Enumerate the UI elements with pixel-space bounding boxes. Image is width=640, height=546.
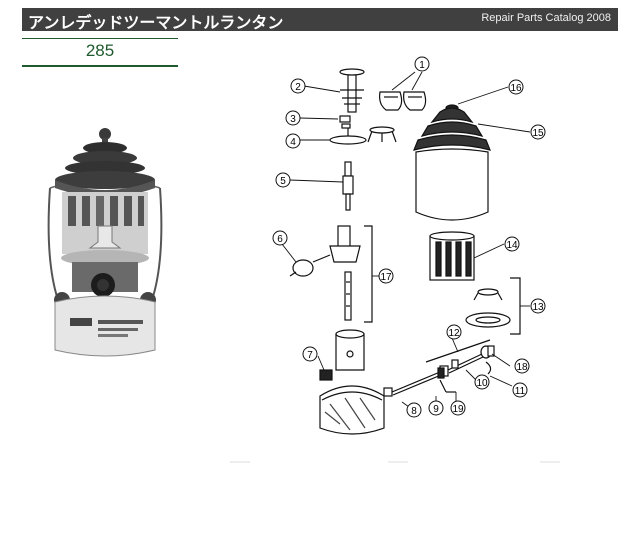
svg-text:2: 2	[295, 82, 301, 93]
part-6-valve	[289, 254, 331, 277]
part-4-disc	[329, 128, 367, 145]
part-5-generator	[342, 161, 354, 211]
catalog-label: Repair Parts Catalog 2008	[481, 12, 611, 24]
page-title: アンレデッドツーマントルランタン	[28, 13, 284, 32]
svg-text:10: 10	[476, 378, 488, 389]
callout-8: 8	[406, 402, 422, 418]
part-14-cylinder	[429, 231, 475, 281]
svg-text:7: 7	[307, 350, 313, 361]
part-8-fount	[319, 371, 442, 435]
callout-16: 16	[508, 79, 524, 95]
callout-11: 11	[512, 382, 528, 398]
svg-text:6: 6	[277, 234, 283, 245]
part-3-nut	[339, 115, 351, 129]
svg-text:15: 15	[532, 128, 544, 139]
svg-text:8: 8	[411, 406, 417, 417]
callout-13: 13	[530, 298, 546, 314]
svg-text:18: 18	[516, 362, 528, 373]
callout-19: 19	[450, 400, 466, 416]
callout-6: 6	[272, 230, 288, 246]
svg-text:16: 16	[510, 83, 522, 94]
callout-12: 12	[446, 324, 462, 340]
model-number: 285	[85, 41, 115, 60]
part-2-frame	[339, 68, 365, 113]
part-9-10-19-seals	[437, 359, 459, 393]
svg-text:14: 14	[506, 240, 518, 251]
header-bar: アンレデッドツーマントルランタン Repair Parts Catalog 20…	[22, 8, 618, 32]
svg-text:13: 13	[532, 302, 544, 313]
callout-4: 4	[285, 133, 301, 149]
callout-17: 17	[378, 268, 394, 284]
callout-14: 14	[504, 236, 520, 252]
callout-10: 10	[474, 374, 490, 390]
callouts: 1 2 3 4 5 6 7 8 9 10 11 12 13 14 15 16 1…	[272, 56, 546, 418]
part-1-mantles	[379, 91, 427, 111]
callout-5: 5	[275, 172, 291, 188]
callout-2: 2	[290, 78, 306, 94]
svg-text:1: 1	[419, 60, 425, 71]
callout-18: 18	[514, 358, 530, 374]
model-bottom-rule	[22, 65, 178, 67]
svg-text:4: 4	[290, 137, 296, 148]
svg-text:17: 17	[380, 272, 392, 283]
svg-text:5: 5	[280, 176, 286, 187]
callout-3: 3	[285, 110, 301, 126]
leader-lines	[281, 71, 531, 413]
svg-text:3: 3	[290, 114, 296, 125]
part-7-knob	[319, 369, 333, 381]
svg-text:12: 12	[448, 328, 460, 339]
part-11-18-clip	[485, 345, 495, 375]
part-12-pump	[425, 339, 492, 377]
lantern-photo-icon	[47, 128, 163, 357]
part-13-burner	[465, 288, 511, 328]
model-top-rule	[22, 38, 178, 39]
callout-1: 1	[414, 56, 430, 72]
svg-text:19: 19	[452, 404, 464, 415]
part-17-valve-body	[329, 225, 365, 371]
callout-7: 7	[302, 346, 318, 362]
callout-15: 15	[530, 124, 546, 140]
svg-text:11: 11	[515, 386, 526, 397]
svg-text:9: 9	[433, 404, 439, 415]
part-15-globe	[413, 104, 491, 221]
part-1-tripod	[367, 126, 397, 143]
callout-9: 9	[428, 400, 444, 416]
